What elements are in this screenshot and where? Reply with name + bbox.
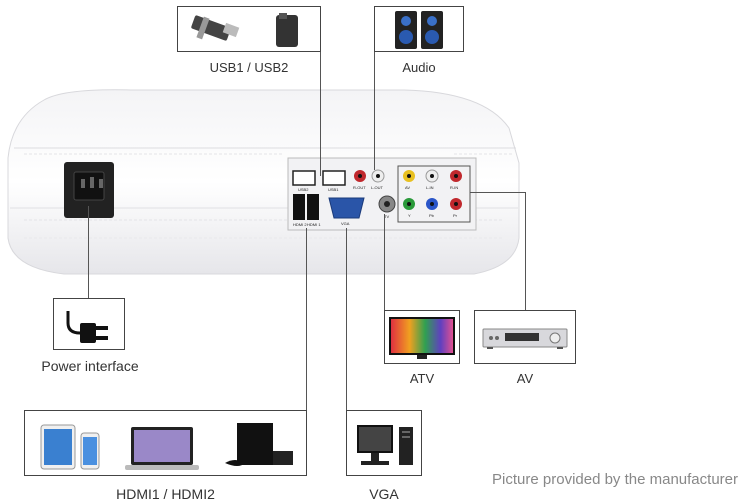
audio-connector-line	[374, 52, 375, 170]
port-label-vga: VGA	[341, 221, 350, 226]
projector-body: USB2 USB1 R-OUT L-OUT HDMI 2 HDMI 1 VGA …	[4, 88, 524, 278]
port-label-pr: Pr	[453, 213, 458, 218]
port-label-y: Y	[408, 213, 411, 218]
power-connector-line	[88, 206, 89, 298]
port-label-l-out: L-OUT	[371, 185, 384, 190]
av-connector-line-h	[470, 192, 526, 193]
audio-device-box	[374, 6, 464, 52]
av-receiver-icon	[482, 328, 568, 349]
port-label-usb2: USB2	[298, 187, 309, 192]
av-device-box	[474, 310, 576, 364]
hdmi-device-box	[24, 410, 307, 476]
power-plug-icon	[66, 311, 108, 343]
port-label-hdmi2: HDMI 2	[293, 222, 307, 227]
port-label-r-out: R-OUT	[353, 185, 366, 190]
hdmi-connector-line	[306, 228, 307, 410]
port-label-l-in: L-IN	[426, 185, 434, 190]
av-label: AV	[516, 371, 534, 386]
audio-label: Audio	[402, 60, 436, 75]
atv-label: ATV	[409, 371, 435, 386]
port-label-r-in: R-IN	[450, 185, 458, 190]
hdmi-label: HDMI1 / HDMI2	[116, 486, 215, 502]
vga-label: VGA	[369, 486, 399, 502]
port-label-hdmi1: HDMI 1	[307, 222, 321, 227]
usb-drive-icon	[191, 13, 298, 47]
tv-icon	[389, 317, 455, 359]
av-connector-line-v	[525, 192, 526, 310]
port-label-usb1: USB1	[328, 187, 339, 192]
power-plug-box	[53, 298, 125, 350]
usb-label: USB1 / USB2	[209, 60, 289, 75]
usb-connector-line	[320, 52, 321, 176]
desktop-computer-icon	[357, 425, 413, 465]
atv-connector-line	[384, 214, 385, 310]
vga-connector-line	[346, 228, 347, 410]
power-label: Power interface	[41, 358, 139, 374]
port-label-pb: Pb	[429, 213, 435, 218]
port-label-av: AV	[405, 185, 410, 190]
atv-device-box	[384, 310, 460, 364]
manufacturer-credit: Picture provided by the manufacturer	[492, 471, 738, 488]
usb-device-box	[177, 6, 321, 52]
port-label-tv: TV	[384, 214, 389, 219]
speaker-icon	[395, 11, 443, 49]
projector-illustration: USB2 USB1 R-OUT L-OUT HDMI 2 HDMI 1 VGA …	[7, 89, 520, 275]
vga-device-box	[346, 410, 422, 476]
hdmi-devices-icon	[40, 423, 293, 470]
